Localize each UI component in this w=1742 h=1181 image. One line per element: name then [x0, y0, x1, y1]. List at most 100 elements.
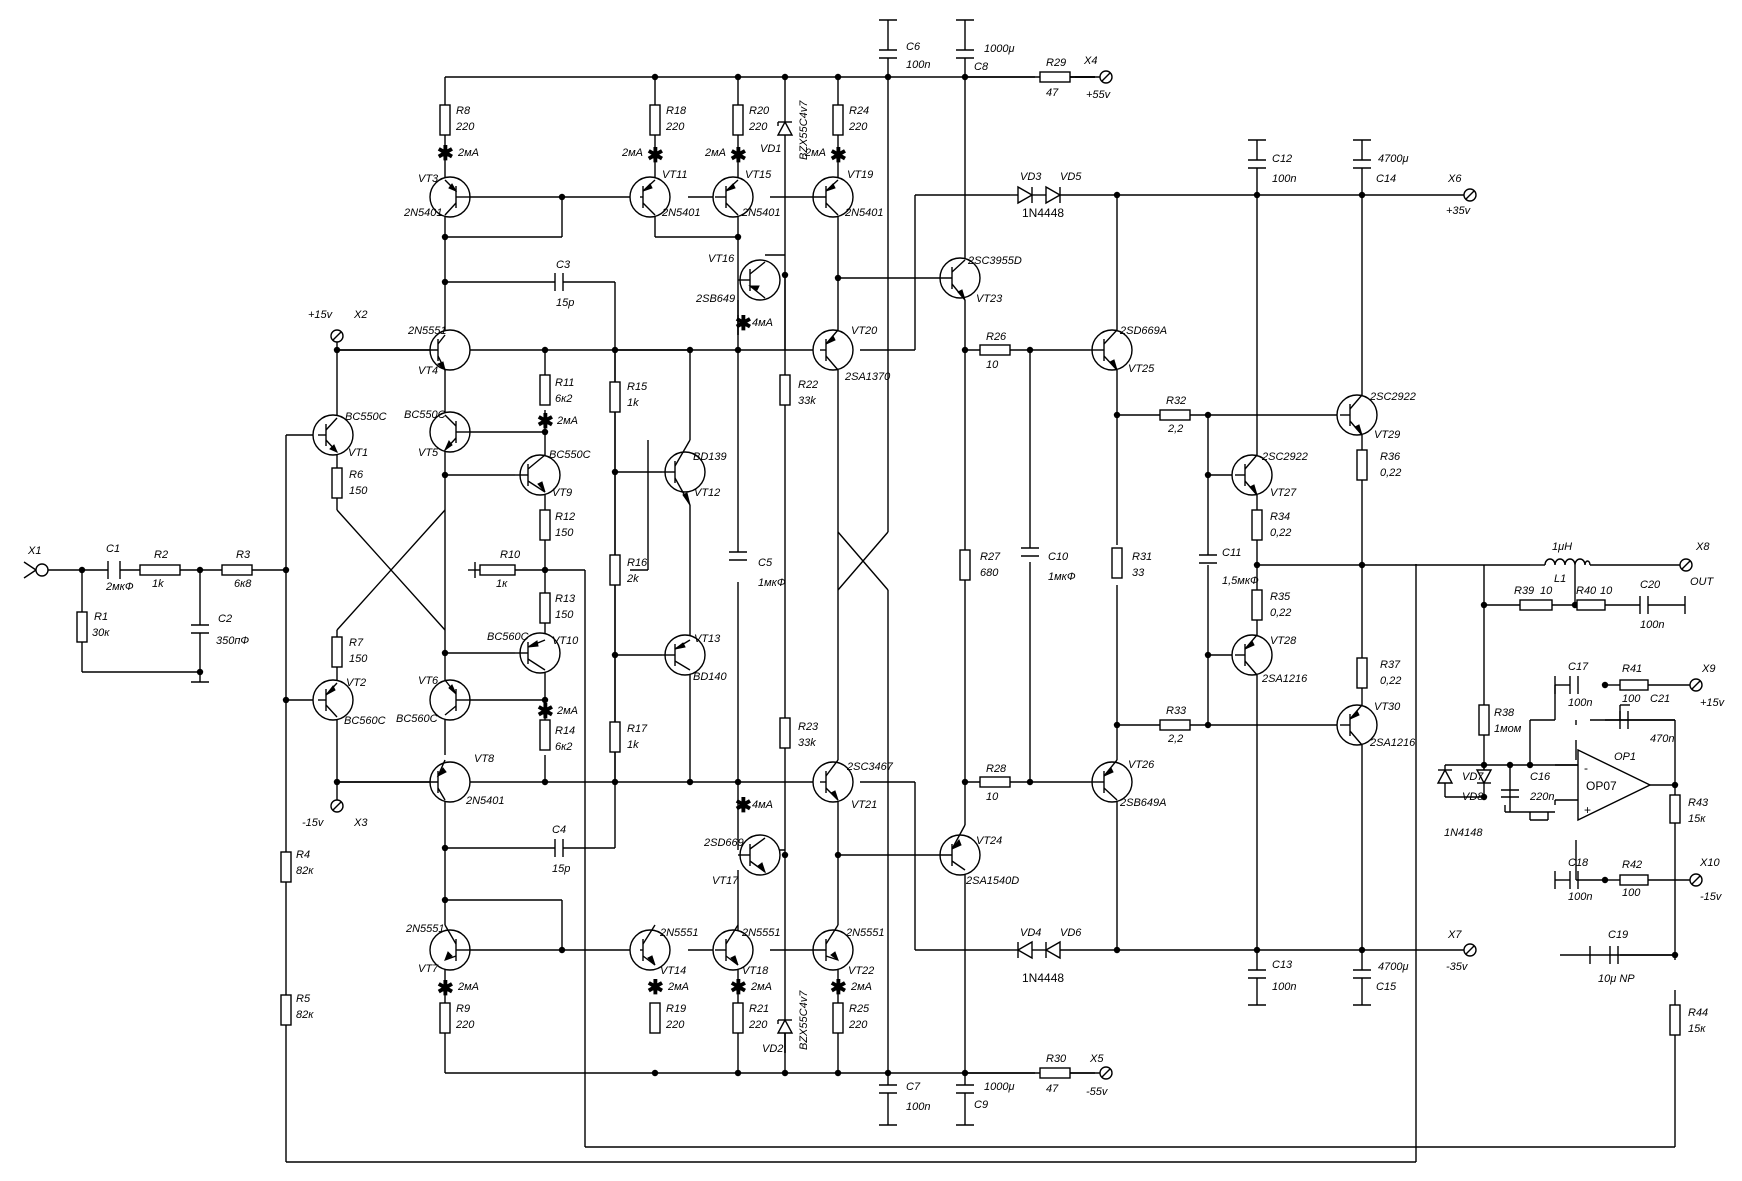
- label-r18-val: 220: [665, 121, 685, 133]
- label-vd1-type: BZX55C4v7: [798, 100, 810, 160]
- resistor-r41: [1619, 679, 1649, 691]
- label-c20: C20: [1640, 579, 1661, 591]
- resistor-r35: [1251, 589, 1263, 621]
- label-r22: R22: [798, 379, 818, 391]
- label-c19: C19: [1608, 929, 1628, 941]
- label-r36-val: 0,22: [1380, 467, 1401, 479]
- label-r8: R8: [456, 105, 471, 117]
- label-r34: R34: [1270, 511, 1290, 523]
- transistor-vt11: [629, 176, 671, 218]
- label-r26: R26: [986, 331, 1007, 343]
- label-c10-val: 1мкФ: [1048, 571, 1076, 583]
- star-i9: ✱: [437, 978, 454, 1000]
- label-r12-val: 150: [555, 527, 574, 539]
- label-r41: R41: [1622, 663, 1642, 675]
- capacitor-c8: [956, 49, 974, 59]
- transistor-vt21: [812, 759, 854, 803]
- label-vt27-type: 2SC2922: [1261, 451, 1308, 463]
- label-r33-val: 2,2: [1167, 733, 1183, 745]
- resistor-r30: [1039, 1067, 1071, 1079]
- label-c4-val: 15p: [552, 863, 570, 875]
- resistor-r9: [439, 1002, 451, 1034]
- resistor-r13: [539, 592, 551, 624]
- label-op1: OP1: [1614, 751, 1636, 763]
- label-vt18-type: 2N5551: [741, 927, 781, 939]
- label-c8-val: 1000μ: [984, 43, 1015, 55]
- label-c1: C1: [106, 543, 120, 555]
- wires: [48, 20, 1690, 1163]
- label-r16-val: 2k: [626, 573, 639, 585]
- label-r41-val: 100: [1622, 693, 1641, 705]
- label-vt9: VT9: [552, 487, 572, 499]
- transistor-vt16: [738, 259, 781, 301]
- label-vt13-type: BD140: [693, 671, 728, 683]
- label-r23: R23: [798, 721, 819, 733]
- resistor-r19: [649, 1002, 661, 1034]
- label-r10: R10: [500, 549, 521, 561]
- label-r14-val: 6к2: [555, 741, 572, 753]
- label-r27-val: 680: [980, 567, 999, 579]
- label-vt19-type: 2N5401: [844, 207, 884, 219]
- label-i11: 2мА: [556, 415, 578, 427]
- zener-vd1: [776, 115, 794, 136]
- label-r3-val: 6к8: [234, 578, 252, 590]
- label-vd2-type: BZX55C4v7: [798, 990, 810, 1050]
- transistors: [312, 176, 1378, 971]
- label-c7-val: 100n: [906, 1101, 930, 1113]
- label-vt20: VT20: [851, 325, 878, 337]
- label-x1: X1: [27, 545, 41, 557]
- label-x2: X2: [353, 309, 367, 321]
- label-r10-val: 1к: [496, 578, 508, 590]
- label-vt21-type: 2SC3467: [846, 761, 894, 773]
- label-c6-val: 100n: [906, 59, 930, 71]
- resistor-r11: [539, 374, 551, 406]
- label-c12-val: 100n: [1272, 173, 1296, 185]
- label-x7-v: -35v: [1446, 961, 1469, 973]
- transistor-vt1: [312, 414, 354, 456]
- label-r11-val: 6к2: [555, 393, 572, 405]
- opamp-op1: [1555, 748, 1652, 822]
- diodes: [776, 115, 1493, 1053]
- label-i14b: 2мА: [667, 981, 689, 993]
- label-vt17: VT17: [712, 875, 739, 887]
- label-vt25-type: 2SD669A: [1119, 325, 1167, 337]
- label-r7-val: 150: [349, 653, 368, 665]
- resistor-r28: [979, 776, 1011, 788]
- resistor-r12: [539, 509, 551, 541]
- label-c2-val: 350пФ: [216, 635, 249, 647]
- label-r33: R33: [1166, 705, 1187, 717]
- label-x10: X10: [1699, 857, 1720, 869]
- resistor-r36: [1356, 449, 1368, 481]
- label-i14: 2мА: [556, 705, 578, 717]
- resistor-r10: [479, 564, 516, 576]
- transistor-vt23: [930, 257, 981, 301]
- label-c5: C5: [758, 557, 773, 569]
- capacitor-c20: [1639, 596, 1649, 614]
- label-op-minus: -: [1584, 761, 1588, 775]
- label-vt17-type: 2SD669: [703, 837, 744, 849]
- label-r1: R1: [94, 611, 108, 623]
- label-l1: L1: [1554, 573, 1566, 585]
- capacitor-c15: [1353, 969, 1371, 979]
- label-x4-v: +55v: [1086, 89, 1112, 101]
- transistor-vt17: [738, 834, 781, 876]
- label-i9: 2мА: [457, 981, 479, 993]
- star-i8: ✱: [437, 143, 454, 165]
- label-vt23: VT23: [976, 293, 1003, 305]
- label-r35: R35: [1270, 591, 1291, 603]
- label-r26-val: 10: [986, 359, 999, 371]
- label-vt29-type: 2SC2922: [1369, 391, 1416, 403]
- star-i16: ✱: [735, 313, 752, 335]
- label-r15: R15: [627, 381, 648, 393]
- transistor-vt12: [662, 439, 706, 506]
- label-r39-val: 10: [1540, 585, 1553, 597]
- label-vt22: VT22: [848, 965, 874, 977]
- label-x3: X3: [353, 817, 368, 829]
- label-vt10-type: BC560C: [487, 631, 529, 643]
- label-vd6: VD6: [1060, 927, 1082, 939]
- label-c1-val: 2мкФ: [105, 581, 134, 593]
- resistor-r39: [1519, 599, 1553, 611]
- label-c13-val: 100n: [1272, 981, 1296, 993]
- label-x6-v: +35v: [1446, 205, 1472, 217]
- label-vt8: VT8: [474, 753, 495, 765]
